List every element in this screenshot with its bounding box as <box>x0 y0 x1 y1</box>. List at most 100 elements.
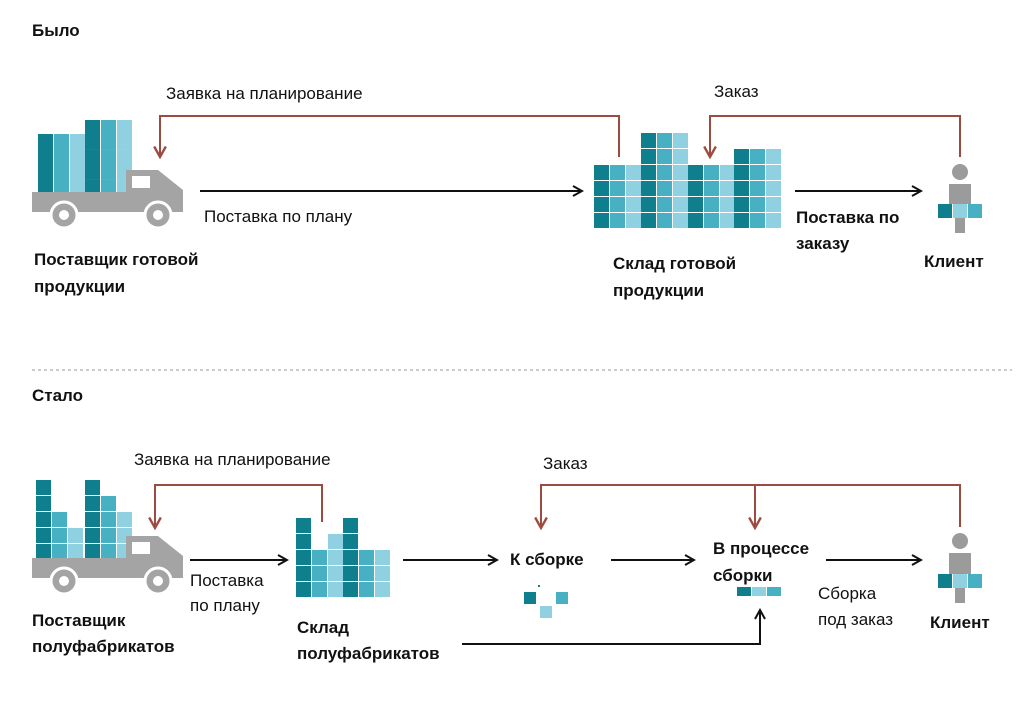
box-cell <box>36 480 51 495</box>
after-planned-delivery-label-line2: по плану <box>190 596 260 615</box>
before-heading: Было <box>32 21 80 40</box>
box-cell <box>641 197 656 212</box>
box-cell <box>343 550 358 565</box>
box-cell <box>626 181 641 196</box>
box-cell <box>85 496 100 511</box>
box-cell <box>328 550 343 565</box>
after-warehouse-icon <box>296 518 390 597</box>
after-client-icon <box>938 533 982 603</box>
to-assembly-parts-icon <box>524 585 568 618</box>
after-warehouse-label-line1: Склад <box>297 618 350 637</box>
box-cell <box>750 165 765 180</box>
box-cell <box>688 165 703 180</box>
after-heading: Стало <box>32 386 84 405</box>
box-cell <box>117 149 132 165</box>
box-cell <box>85 480 100 495</box>
before-order-delivery-label-line1: Поставка по <box>796 208 900 227</box>
box-cell <box>52 512 67 527</box>
box-cell <box>734 197 749 212</box>
box-cell <box>359 550 374 565</box>
box-cell <box>750 213 765 228</box>
before-plan-request-arrow <box>160 115 620 157</box>
box-cell <box>688 213 703 228</box>
box-cell <box>673 213 688 228</box>
box-cell <box>343 566 358 581</box>
after-supplier-label-line1: Поставщик <box>32 611 126 630</box>
box-cell <box>657 197 672 212</box>
box-cell <box>70 149 85 164</box>
box-cell <box>343 534 358 549</box>
before-order-delivery-label-line2: заказу <box>796 234 850 253</box>
box-cell <box>101 179 116 195</box>
box-cell <box>704 181 719 196</box>
box-cell <box>594 181 609 196</box>
box-cell <box>312 582 327 597</box>
box-cell <box>734 149 749 164</box>
after-planned-delivery-label-line1: Поставка <box>190 571 264 590</box>
box-cell <box>766 149 781 164</box>
box-cell <box>52 544 67 559</box>
box-cell <box>720 181 735 196</box>
box-cell <box>610 165 625 180</box>
after-warehouse-label-line2: полуфабрикатов <box>297 644 440 663</box>
box-cell <box>85 512 100 527</box>
box-cell <box>657 149 672 164</box>
box-cell <box>359 566 374 581</box>
in-assembly-label-line1: В процессе <box>713 539 810 558</box>
box-cell <box>343 518 358 533</box>
box-cell <box>673 165 688 180</box>
box-cell <box>70 134 85 149</box>
box-cell <box>673 133 688 148</box>
box-cell <box>704 197 719 212</box>
box-cell <box>328 566 343 581</box>
box-cell <box>734 213 749 228</box>
after-supplier-label-line2: полуфабрикатов <box>32 637 175 656</box>
box-cell <box>375 566 390 581</box>
box-cell <box>36 512 51 527</box>
before-supplier-label-line1: Поставщик готовой <box>34 250 199 269</box>
box-cell <box>54 179 69 194</box>
box-cell <box>766 165 781 180</box>
box-cell <box>750 149 765 164</box>
before-client-label: Клиент <box>924 252 984 271</box>
box-cell <box>38 134 53 149</box>
box-cell <box>734 165 749 180</box>
box-cell <box>36 496 51 511</box>
box-cell <box>68 544 83 559</box>
box-cell <box>101 496 116 511</box>
in-assembly-label-line2: сборки <box>713 566 773 585</box>
box-cell <box>750 181 765 196</box>
box-cell <box>101 134 116 150</box>
box-cell <box>101 149 116 165</box>
box-cell <box>720 197 735 212</box>
box-cell <box>610 197 625 212</box>
box-cell <box>312 550 327 565</box>
before-order-label: Заказ <box>714 82 759 101</box>
in-assembly-parts-icon <box>737 587 781 596</box>
box-cell <box>101 528 116 543</box>
box-cell <box>657 181 672 196</box>
box-cell <box>70 164 85 179</box>
box-cell <box>36 528 51 543</box>
box-cell <box>657 133 672 148</box>
box-cell <box>626 197 641 212</box>
box-cell <box>38 164 53 179</box>
assemble-to-order-label-line2: под заказ <box>818 610 894 629</box>
box-cell <box>720 213 735 228</box>
box-cell <box>626 213 641 228</box>
box-cell <box>641 213 656 228</box>
after-order-arrow <box>541 484 961 528</box>
to-assembly-label: К сборке <box>510 550 584 569</box>
box-cell <box>117 512 132 527</box>
box-cell <box>688 197 703 212</box>
box-cell <box>704 165 719 180</box>
box-cell <box>101 512 116 527</box>
box-cell <box>101 120 116 135</box>
box-cell <box>85 149 100 165</box>
before-supplier-label-line2: продукции <box>34 277 126 296</box>
before-plan-request-label: Заявка на планирование <box>166 84 363 103</box>
box-cell <box>296 534 311 549</box>
box-cell <box>641 165 656 180</box>
box-cell <box>750 197 765 212</box>
box-cell <box>54 134 69 149</box>
